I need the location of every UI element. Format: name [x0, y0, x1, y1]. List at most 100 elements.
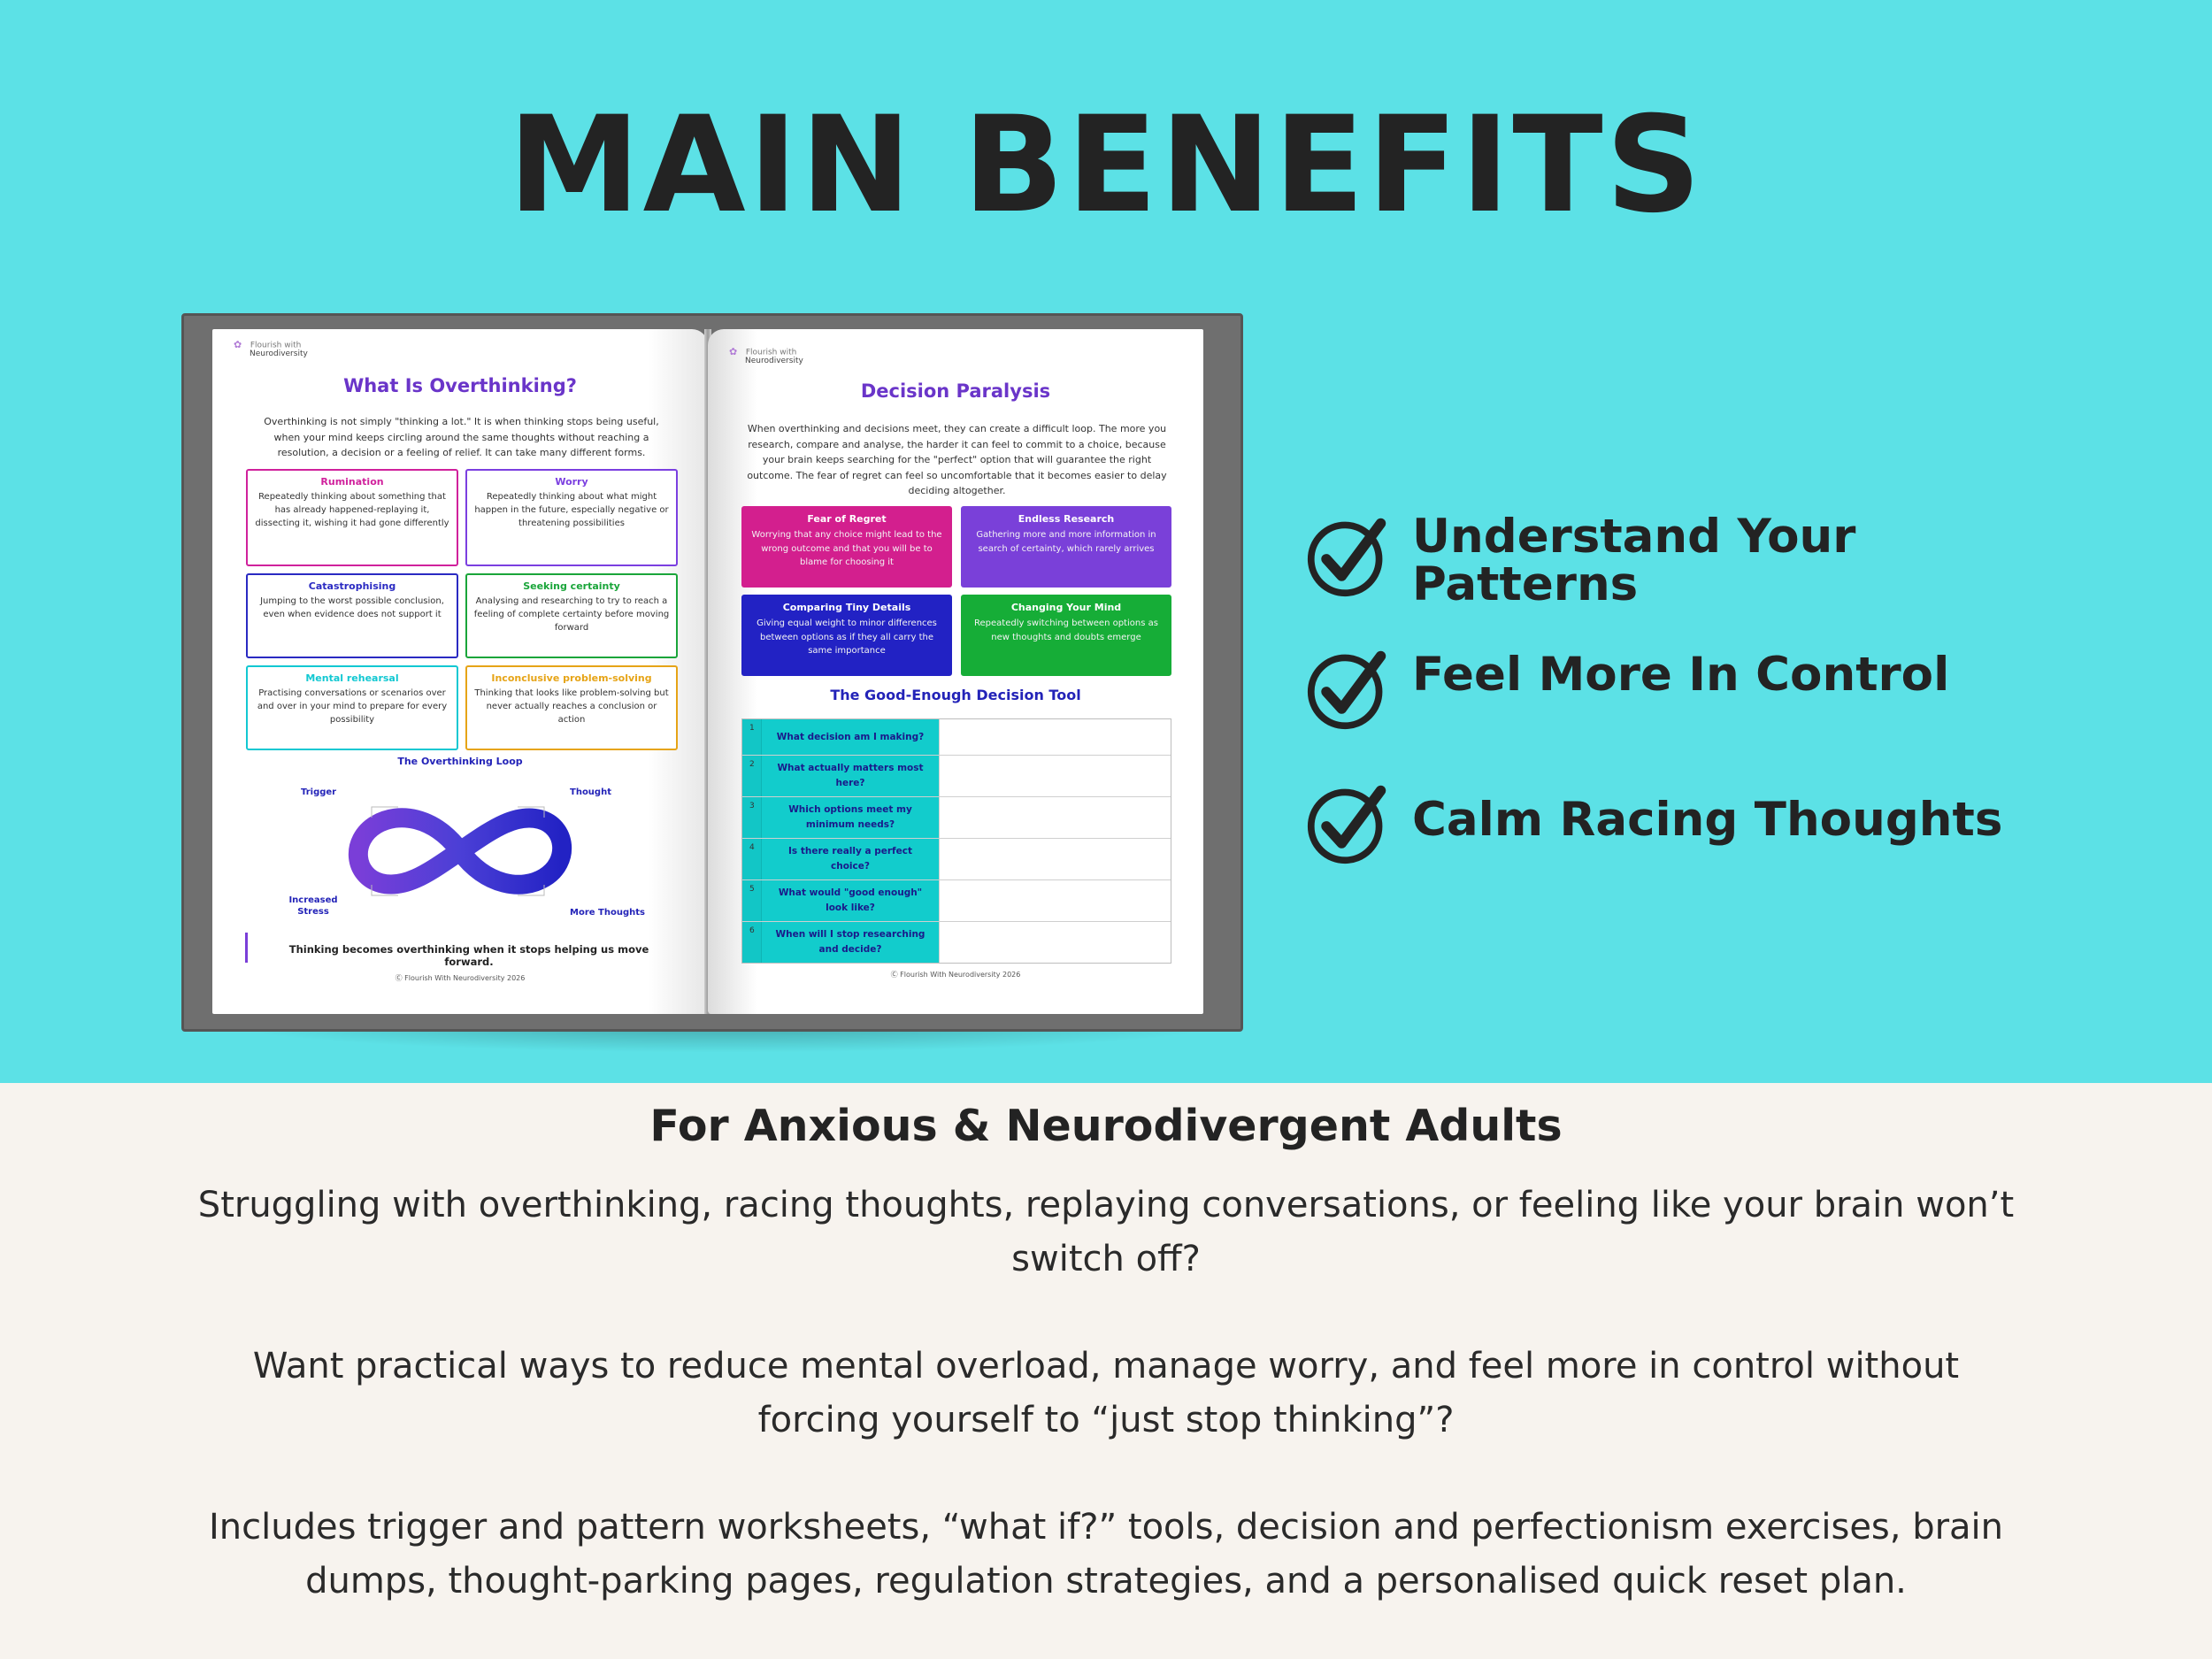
card-desc: Analysing and researching to try to reac… — [473, 596, 670, 633]
row-number: 2 — [742, 756, 762, 796]
paragraph-line: switch off? — [1011, 1239, 1201, 1279]
connector-line — [371, 885, 398, 896]
tile-endless-research: Endless Research Gathering more and more… — [961, 506, 1171, 588]
brand-logo: ✿ Flourish with Neurodiversity — [234, 339, 308, 359]
card-desc: Repeatedly thinking about something that… — [255, 492, 449, 528]
paragraph-line: Includes trigger and pattern worksheets,… — [208, 1507, 2004, 1548]
row-question: When will I stop researching and decide? — [762, 922, 939, 963]
tile-title: Comparing Tiny Details — [782, 602, 911, 613]
card-desc: Thinking that looks like problem-solving… — [474, 688, 669, 725]
infinity-loop-diagram — [348, 806, 572, 896]
connector-line — [518, 885, 545, 896]
card-title: Seeking certainty — [523, 580, 620, 592]
logo-line-2: Neurodiversity — [745, 357, 803, 366]
card-inconclusive-problem-solving: Inconclusive problem-solving Thinking th… — [465, 665, 678, 750]
card-desc: Repeatedly thinking about what might hap… — [474, 492, 669, 528]
loop-title: The Overthinking Loop — [397, 756, 523, 767]
table-row: 4 Is there really a perfect choice? — [742, 838, 1171, 879]
tile-desc: Worrying that any choice might lead to t… — [751, 530, 942, 567]
tile-title: Changing Your Mind — [1010, 602, 1122, 613]
book-right-page: ✿ Flourish with Neurodiversity Decision … — [708, 329, 1203, 1014]
infinity-path — [348, 808, 572, 895]
table-row: 1 What decision am I making? — [742, 719, 1171, 755]
loop-label-stress: Increased Stress — [288, 895, 338, 917]
tile-desc: Repeatedly switching between options as … — [974, 618, 1158, 642]
check-circle-icon — [1307, 650, 1386, 730]
paragraph-line: forcing yourself to “just stop thinking”… — [757, 1400, 1455, 1440]
answer-cell[interactable] — [939, 797, 1171, 838]
row-number: 4 — [742, 839, 762, 879]
benefit-item: Feel More In Control — [1306, 646, 1949, 731]
loop-label-thought: Thought — [570, 787, 611, 797]
paragraph-includes: Includes trigger and pattern worksheets,… — [106, 1501, 2106, 1609]
card-mental-rehearsal: Mental rehearsal Practising conversation… — [246, 665, 458, 750]
paragraph-struggling: Struggling with overthinking, racing tho… — [106, 1179, 2106, 1286]
benefit-line-2: Patterns — [1412, 557, 1639, 612]
right-page-intro: When overthinking and decisions meet, th… — [747, 423, 1167, 497]
table-row: 5 What would "good enough" look like? — [742, 879, 1171, 921]
benefit-text: Feel More In Control — [1412, 648, 1950, 702]
row-number: 6 — [742, 922, 762, 963]
table-row: 6 When will I stop researching and decid… — [742, 921, 1171, 963]
left-page-quote: Thinking becomes overthinking when it st… — [288, 943, 649, 968]
connector-line — [518, 806, 545, 818]
card-title: Rumination — [320, 476, 384, 488]
answer-cell[interactable] — [939, 880, 1171, 921]
left-page-footer: Ⓒ Flourish With Neurodiversity 2026 — [395, 974, 526, 982]
answer-cell[interactable] — [939, 756, 1171, 796]
card-seeking-certainty: Seeking certainty Analysing and research… — [465, 573, 678, 658]
logo-line-2: Neurodiversity — [250, 349, 308, 359]
tool-title: The Good-Enough Decision Tool — [830, 687, 1081, 703]
card-desc: Practising conversations or scenarios ov… — [257, 688, 448, 725]
card-rumination: Rumination Repeatedly thinking about som… — [246, 469, 458, 566]
check-circle-icon — [1307, 785, 1386, 864]
audience-heading: For Anxious & Neurodivergent Adults — [649, 1101, 1563, 1151]
right-page-title: Decision Paralysis — [860, 380, 1051, 402]
lotus-icon: ✿ — [729, 346, 738, 357]
tile-title: Fear of Regret — [807, 513, 887, 525]
row-question: Which options meet my minimum needs? — [762, 797, 939, 838]
card-worry: Worry Repeatedly thinking about what mig… — [465, 469, 678, 566]
row-number: 3 — [742, 797, 762, 838]
tile-desc: Giving equal weight to minor differences… — [757, 618, 937, 656]
table-row: 2 What actually matters most here? — [742, 755, 1171, 796]
answer-cell[interactable] — [939, 719, 1171, 755]
benefit-text: Calm Racing Thoughts — [1412, 793, 2003, 847]
table-row: 3 Which options meet my minimum needs? — [742, 796, 1171, 838]
tile-title: Endless Research — [1018, 513, 1115, 525]
answer-cell[interactable] — [939, 839, 1171, 879]
row-number: 5 — [742, 880, 762, 921]
tile-changing-your-mind: Changing Your Mind Repeatedly switching … — [961, 595, 1171, 676]
left-page-intro: Overthinking is not simply "thinking a l… — [264, 416, 659, 459]
lotus-icon: ✿ — [234, 339, 242, 350]
paragraph-line: dumps, thought-parking pages, regulation… — [305, 1561, 1907, 1601]
tile-comparing-tiny-details: Comparing Tiny Details Giving equal weig… — [741, 595, 952, 676]
connector-line — [371, 806, 398, 818]
paragraph-practical-ways: Want practical ways to reduce mental ove… — [106, 1340, 2106, 1448]
tile-desc: Gathering more and more information in s… — [976, 530, 1156, 554]
answer-cell[interactable] — [939, 922, 1171, 963]
card-title: Inconclusive problem-solving — [491, 672, 652, 684]
card-title: Catastrophising — [308, 580, 396, 592]
decision-tool-table: 1 What decision am I making? 2 What actu… — [741, 718, 1171, 964]
logo-line-1: Flourish with — [250, 341, 302, 350]
row-question: Is there really a perfect choice? — [762, 839, 939, 879]
row-question: What decision am I making? — [762, 719, 939, 755]
paragraph-line: Want practical ways to reduce mental ove… — [252, 1346, 1960, 1386]
row-number: 1 — [742, 719, 762, 755]
card-title: Worry — [555, 476, 588, 488]
quote-accent-bar — [245, 933, 248, 963]
brand-logo: ✿ Flourish with Neurodiversity — [729, 346, 803, 366]
card-title: Mental rehearsal — [305, 672, 399, 684]
card-catastrophising: Catastrophising Jumping to the worst pos… — [246, 573, 458, 658]
row-question: What actually matters most here? — [762, 756, 939, 796]
benefit-item: Understand Your Patterns — [1306, 510, 1856, 612]
right-page-footer: Ⓒ Flourish With Neurodiversity 2026 — [890, 971, 1021, 979]
benefit-item: Calm Racing Thoughts — [1306, 780, 2002, 865]
row-question: What would "good enough" look like? — [762, 880, 939, 921]
card-desc: Jumping to the worst possible conclusion… — [260, 596, 444, 619]
loop-label-more-thoughts: More Thoughts — [570, 908, 645, 918]
page-title: MAIN BENEFITS — [508, 88, 1704, 242]
benefit-line-1: Understand Your — [1412, 510, 1856, 564]
loop-label-trigger: Trigger — [301, 787, 337, 797]
